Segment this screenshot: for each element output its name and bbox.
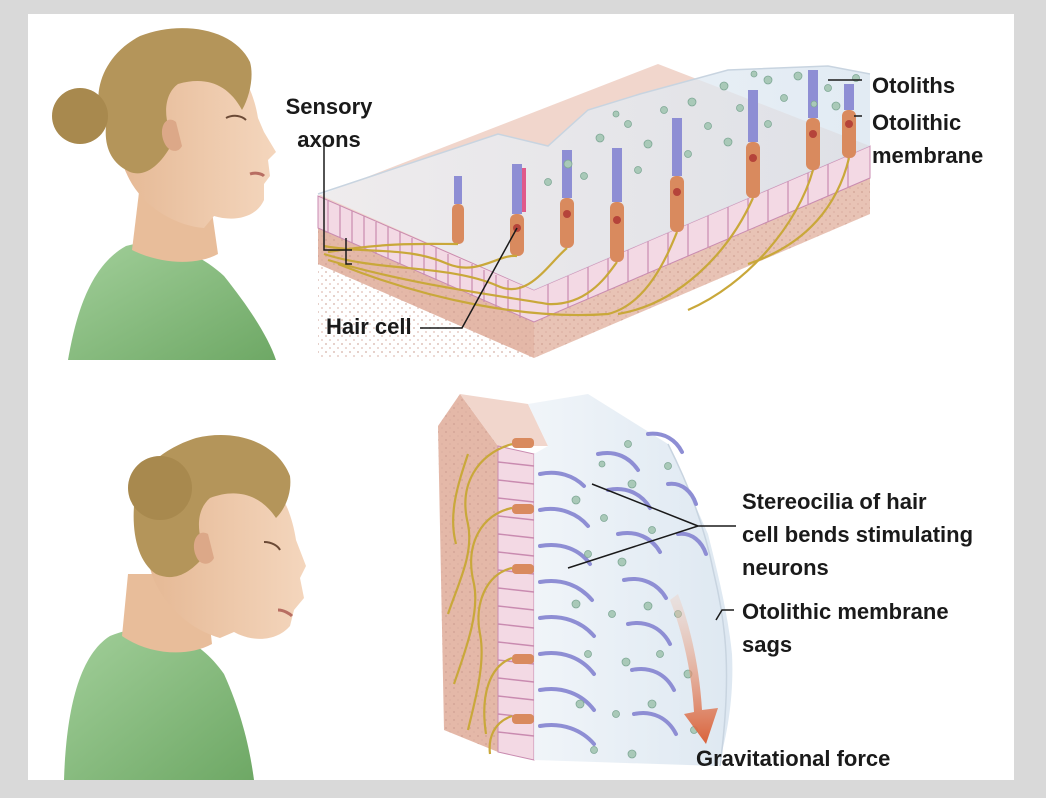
tilted-ear: [193, 532, 214, 564]
macula-tilted-block: [438, 394, 733, 767]
hair-cell: [452, 176, 464, 244]
hair-cell-leader: [420, 227, 518, 329]
label-hair-cell: Hair cell: [326, 314, 412, 339]
upright-hair-bun: [52, 88, 108, 144]
otoliths-tilted: [571, 440, 698, 759]
hair-cell: [842, 84, 856, 158]
label-otolithic-membrane: Otolithic membrane: [872, 110, 984, 168]
tilted-lips: [277, 608, 294, 618]
hair-cell-row: [497, 445, 535, 761]
hair-cell-bodies-tilted: [512, 438, 534, 724]
hair-cell: [670, 118, 684, 232]
gravity-arrow: [670, 594, 718, 744]
tilted-shirt: [64, 628, 254, 780]
label-otoliths: Otoliths: [872, 73, 956, 98]
hair-cell: [746, 90, 760, 198]
upright-shirt: [68, 242, 276, 360]
hair-cell: [510, 164, 526, 256]
hair-cells-upright: [452, 70, 856, 262]
otoliths-upright: [544, 70, 860, 186]
leader-lines: [323, 79, 862, 621]
upright-lips: [249, 171, 266, 178]
diagram-canvas: Sensory axons Otoliths Otolithic membran…: [28, 14, 1014, 780]
stereocilia-leader: [567, 483, 736, 569]
macula-upright-block: [317, 64, 871, 358]
head-tilted-illustration: [64, 435, 306, 780]
diagram-art: [52, 28, 871, 780]
label-gravitational-force: Gravitational force: [696, 746, 891, 771]
head-upright-illustration: [52, 28, 276, 360]
upright-ear: [161, 119, 182, 151]
hair-cell: [806, 70, 820, 170]
hair-cell: [610, 148, 624, 262]
hair-cell: [560, 150, 574, 248]
tissue-top-edge: [460, 394, 548, 446]
upright-hair: [98, 28, 252, 174]
membrane-sags-leader: [715, 609, 734, 621]
bent-stereocilia: [538, 431, 708, 746]
tilted-eye: [263, 541, 281, 551]
sensory-axons-leader: [323, 142, 352, 265]
label-stereocilia: Stereocilia of hair cell bends stimulati…: [742, 489, 974, 580]
label-membrane-sags: Otolithic membrane sags: [742, 599, 949, 657]
upright-eye: [225, 114, 247, 121]
nerve-fibers-tilted: [446, 442, 513, 755]
tilted-hair-bun: [128, 456, 192, 520]
supporting-cell-stripes: [327, 155, 849, 318]
label-sensory-axons: Sensory axons: [285, 94, 373, 152]
